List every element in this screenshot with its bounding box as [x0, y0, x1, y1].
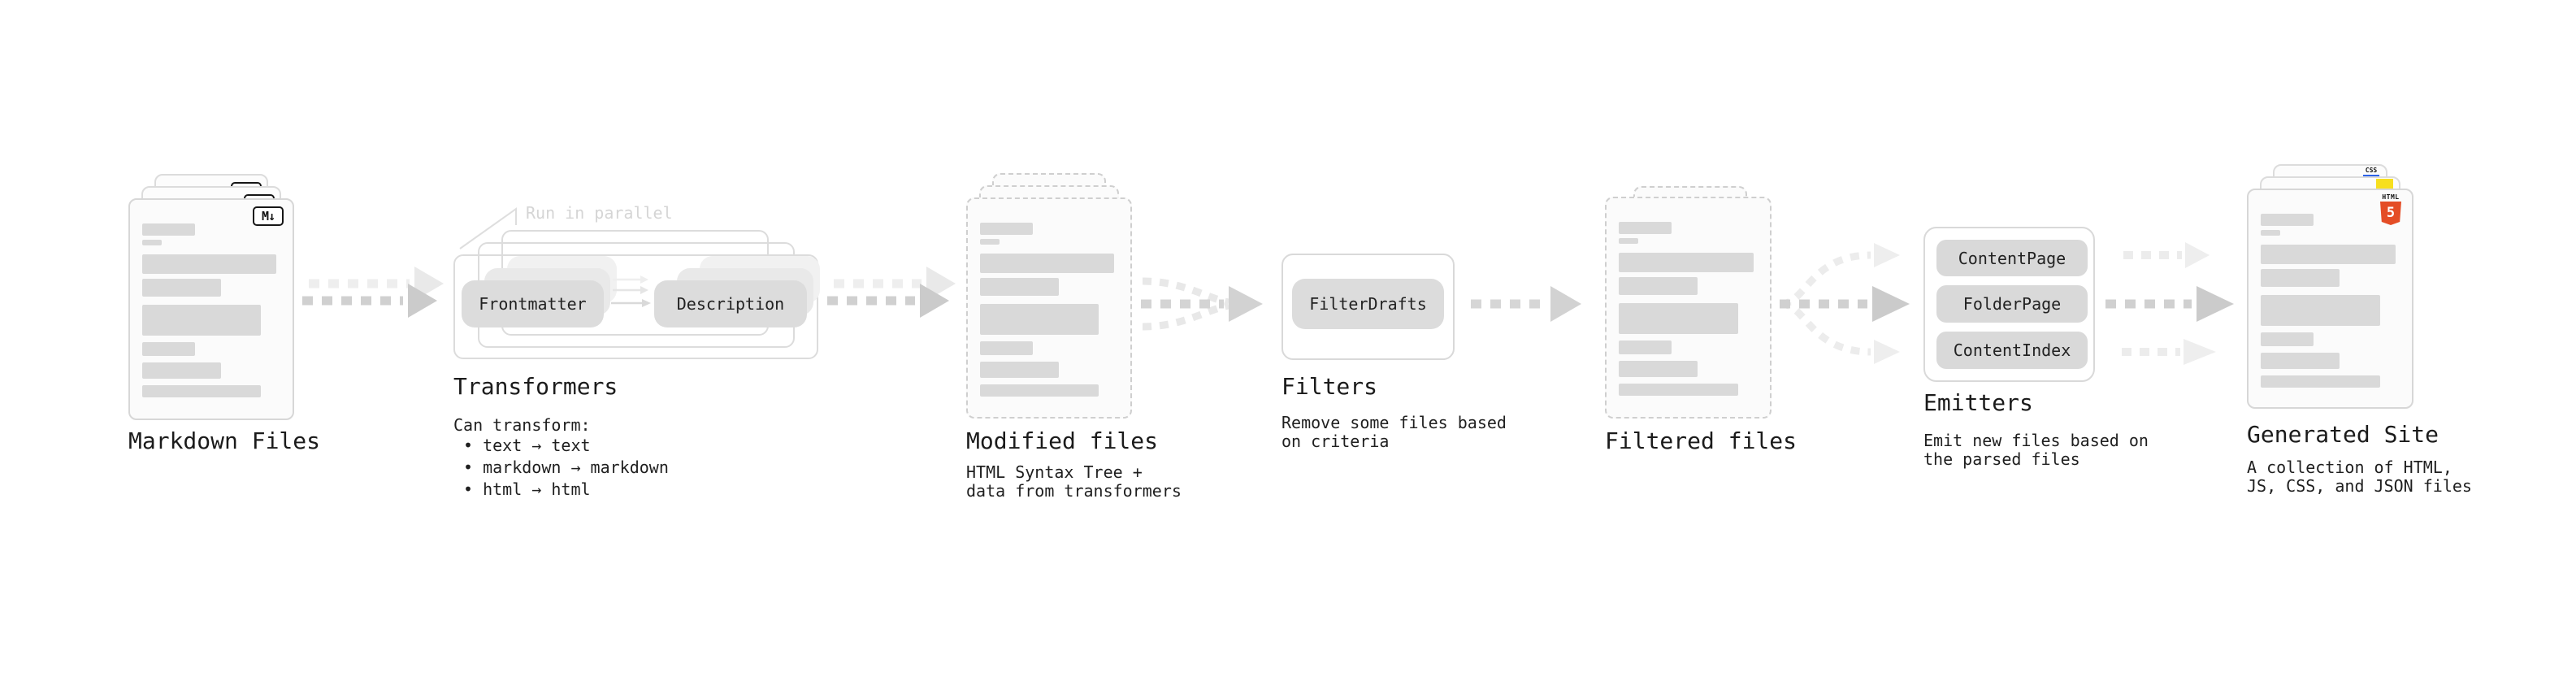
contentindex-pill: ContentIndex — [1936, 332, 2088, 369]
html5-logo-number: 5 — [2386, 205, 2396, 221]
run-in-parallel-label: Run in parallel — [526, 203, 673, 223]
transformers-desc-heading: Can transform: — [453, 415, 591, 435]
filters-desc: Remove some files based on criteria — [1281, 414, 1507, 451]
generated-doc-front: HTML 5 — [2247, 189, 2413, 409]
desc-line: JS, CSS, and JSON files — [2247, 476, 2472, 496]
transformers-stack-box-front — [453, 254, 818, 359]
modified-files-desc: HTML Syntax Tree + data from transformer… — [966, 463, 1182, 501]
emitters-title: Emitters — [1923, 389, 2033, 416]
doc-content-placeholder — [1619, 222, 1758, 396]
doc-content-placeholder — [980, 223, 1118, 397]
markdown-badge-icon: M↓ — [253, 206, 284, 226]
transformers-bullet: • html → html — [463, 479, 591, 499]
emitters-box: ContentPage FolderPage ContentIndex — [1923, 227, 2095, 382]
transformers-bullets: • text → text • markdown → markdown • ht… — [453, 435, 669, 501]
arrow-filters-to-filtered — [1471, 286, 1581, 322]
modified-files-title: Modified files — [966, 427, 1159, 454]
doc-content-placeholder — [2261, 214, 2400, 388]
html5-logo-icon: HTML 5 — [2380, 193, 2401, 225]
filtered-doc-front — [1605, 197, 1772, 419]
desc-line: on criteria — [1281, 432, 1390, 451]
filters-title: Filters — [1281, 373, 1378, 400]
description-pill: Description — [654, 280, 807, 327]
generated-site-title: Generated Site — [2247, 421, 2439, 448]
generated-site-desc: A collection of HTML, JS, CSS, and JSON … — [2247, 458, 2472, 496]
desc-line: the parsed files — [1923, 449, 2080, 469]
css-logo-bar — [2363, 175, 2379, 177]
transform-arrows-icon — [611, 275, 651, 307]
arrow-emitters-to-generated — [2105, 242, 2234, 365]
js-logo-icon — [2376, 179, 2393, 191]
css-logo-icon: CSS — [2363, 167, 2379, 177]
filtered-files-title: Filtered files — [1605, 427, 1798, 454]
arrow-markdown-to-transformers — [302, 267, 444, 318]
markdown-doc-front: M↓ — [128, 198, 294, 420]
markdown-files-title: Markdown Files — [128, 427, 321, 454]
filterdrafts-pill: FilterDrafts — [1292, 279, 1444, 329]
desc-line: data from transformers — [966, 481, 1182, 501]
html5-logo-text: HTML — [2382, 193, 2400, 201]
doc-content-placeholder — [142, 223, 280, 397]
desc-line: Remove some files based — [1281, 413, 1507, 432]
transformers-bullet: • text → text — [463, 436, 591, 455]
desc-line: Emit new files based on — [1923, 431, 2149, 450]
run-in-parallel-leader-line — [459, 207, 517, 249]
desc-line: A collection of HTML, — [2247, 458, 2452, 477]
folderpage-pill: FolderPage — [1936, 285, 2088, 323]
css-logo-text: CSS — [2365, 167, 2378, 174]
arrow-filtered-to-emitters — [1780, 243, 1910, 364]
arrow-transformers-to-modified — [827, 267, 956, 318]
transformers-bullet: • markdown → markdown — [463, 458, 669, 477]
emitters-desc: Emit new files based on the parsed files — [1923, 432, 2149, 469]
contentpage-pill: ContentPage — [1936, 240, 2088, 276]
transformers-title: Transformers — [453, 373, 618, 400]
frontmatter-pill: Frontmatter — [462, 280, 604, 327]
arrow-modified-to-filters — [1141, 277, 1263, 331]
modified-doc-front — [966, 197, 1132, 419]
desc-line: HTML Syntax Tree + — [966, 462, 1143, 482]
html5-logo-shield: 5 — [2380, 202, 2401, 225]
